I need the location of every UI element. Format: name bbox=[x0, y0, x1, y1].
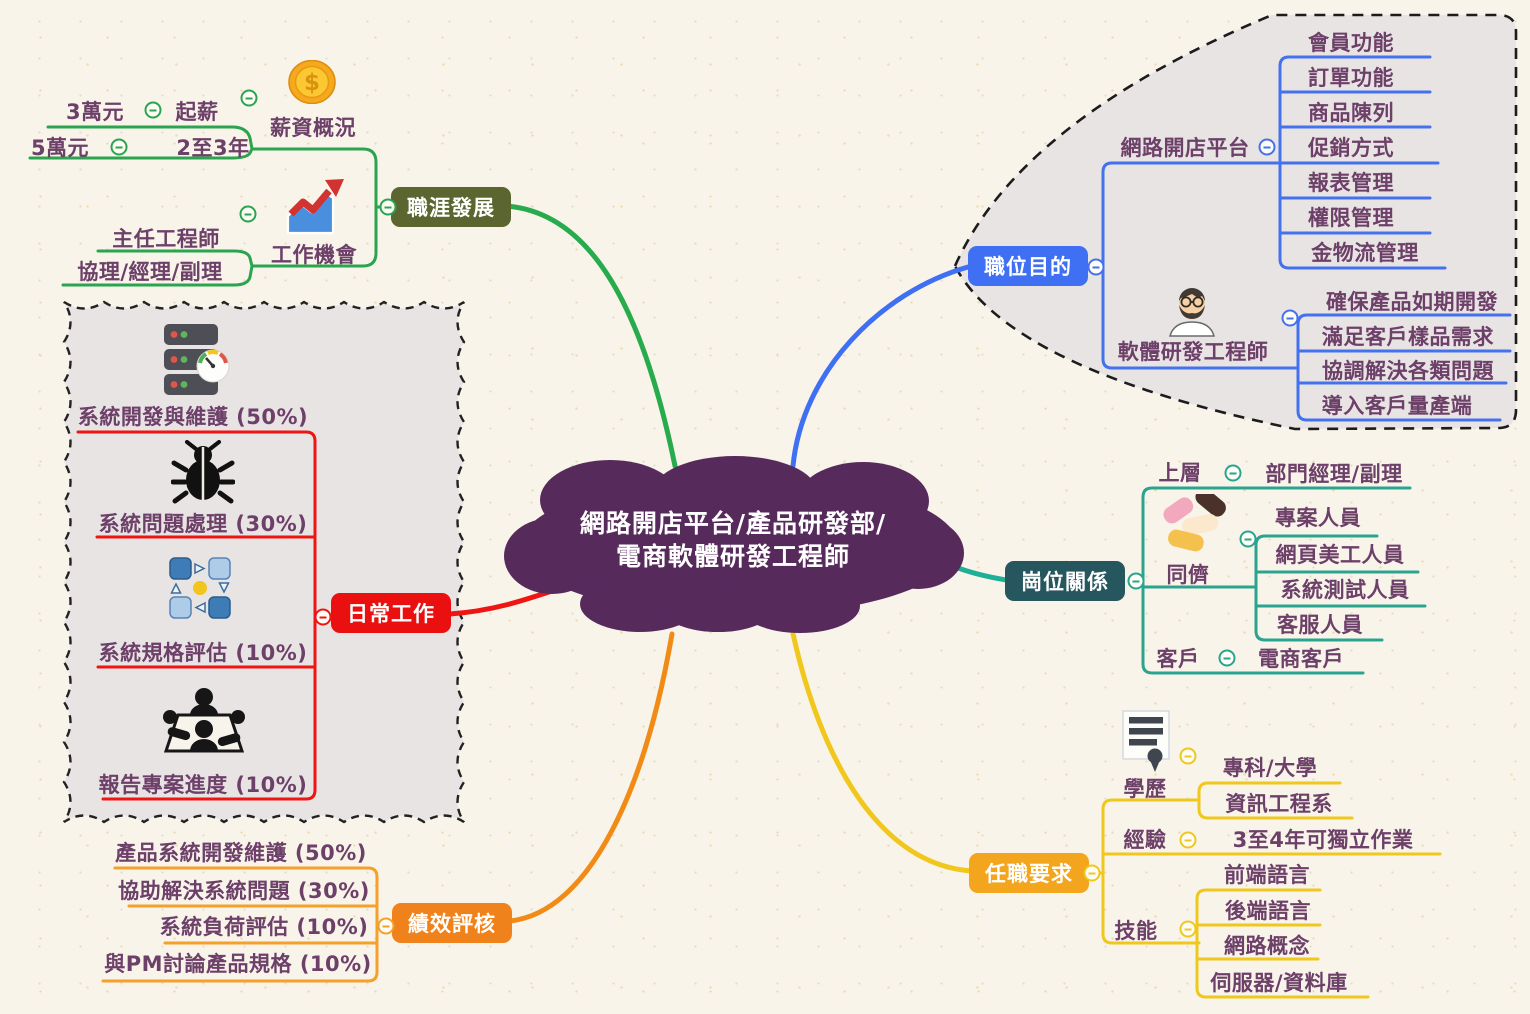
collapse-toggle-requirements[interactable] bbox=[1083, 864, 1101, 882]
topic-2to3-years-value[interactable]: 5萬元 bbox=[30, 136, 90, 160]
topic-peers[interactable]: 同儕 bbox=[1166, 563, 1210, 587]
dollar-coin-icon: $ bbox=[288, 59, 336, 105]
topic-member-function[interactable]: 會員功能 bbox=[1308, 31, 1394, 55]
topic-sys-spec-eval[interactable]: 系統規格評估 (10%) bbox=[98, 641, 308, 665]
topic-starting-salary[interactable]: 起薪 bbox=[175, 100, 219, 124]
topic-2to3-years[interactable]: 2至3年 bbox=[176, 136, 250, 160]
collapse-toggle-engineer[interactable] bbox=[1281, 309, 1299, 327]
topic-promotion[interactable]: 促銷方式 bbox=[1308, 136, 1394, 160]
collapse-toggle-purpose[interactable] bbox=[1087, 258, 1105, 276]
topic-on-time-dev[interactable]: 確保產品如期開發 bbox=[1326, 290, 1498, 314]
topic-customer[interactable]: 客戶 bbox=[1156, 647, 1200, 671]
requirements-branch-lines bbox=[1084, 781, 1442, 999]
topic-dept-manager[interactable]: 部門經理/副理 bbox=[1265, 462, 1403, 486]
topic-backend-lang[interactable]: 後端語言 bbox=[1225, 899, 1311, 923]
collapse-toggle-relations[interactable] bbox=[1127, 572, 1145, 590]
topic-director-manager[interactable]: 協理/經理/副理 bbox=[77, 260, 223, 284]
branch-performance[interactable]: 績效評核 bbox=[392, 903, 512, 943]
topic-perf-dev-maintain[interactable]: 產品系統開發維護 (50%) bbox=[115, 841, 367, 865]
topic-starting-salary-value[interactable]: 3萬元 bbox=[65, 100, 125, 124]
topic-upper-level[interactable]: 上層 bbox=[1158, 461, 1202, 485]
topic-product-display[interactable]: 商品陳列 bbox=[1308, 101, 1394, 125]
collapse-toggle-salary[interactable] bbox=[240, 89, 258, 107]
collapse-toggle-skills[interactable] bbox=[1179, 920, 1197, 938]
collapse-toggle-2to3[interactable] bbox=[110, 138, 128, 156]
stacked-hands-icon bbox=[1160, 488, 1232, 558]
central-topic-cloud-shape bbox=[504, 456, 964, 633]
collapse-toggle-jobs[interactable] bbox=[239, 205, 257, 223]
branch-requirements[interactable]: 任職要求 bbox=[969, 853, 1089, 893]
topic-college-univ[interactable]: 專科/大學 bbox=[1222, 756, 1318, 780]
diploma-icon bbox=[1122, 710, 1172, 772]
topic-experience[interactable]: 經驗 bbox=[1123, 828, 1167, 852]
topic-server-database[interactable]: 伺服器/資料庫 bbox=[1210, 971, 1348, 995]
collapse-toggle-platform[interactable] bbox=[1258, 138, 1276, 156]
central-topic-line1: 網路開店平台/產品研發部/ bbox=[579, 509, 887, 538]
branch-daily[interactable]: 日常工作 bbox=[331, 593, 451, 633]
flowchart-icon bbox=[167, 555, 233, 621]
branch-purpose[interactable]: 職位目的 bbox=[968, 246, 1088, 286]
topic-ecommerce-customer[interactable]: 電商客戶 bbox=[1258, 647, 1344, 671]
collapse-toggle-upper[interactable] bbox=[1224, 464, 1242, 482]
engineer-avatar-icon bbox=[1166, 283, 1218, 337]
topic-report-mgmt[interactable]: 報表管理 bbox=[1308, 171, 1394, 195]
collapse-toggle-daily[interactable] bbox=[314, 608, 332, 626]
topic-perf-solve-issues[interactable]: 協助解決系統問題 (30%) bbox=[118, 879, 370, 903]
topic-perf-pm-spec[interactable]: 與PM討論產品規格 (10%) bbox=[104, 952, 372, 976]
topic-customer-service[interactable]: 客服人員 bbox=[1277, 613, 1363, 637]
topic-coordinate-issues[interactable]: 協調解決各類問題 bbox=[1322, 359, 1494, 383]
meeting-icon bbox=[158, 686, 250, 768]
topic-chief-engineer[interactable]: 主任工程師 bbox=[112, 227, 220, 251]
topic-web-designer[interactable]: 網頁美工人員 bbox=[1275, 543, 1405, 567]
topic-payment-logistics[interactable]: 金物流管理 bbox=[1311, 241, 1419, 265]
collapse-toggle-customer[interactable] bbox=[1218, 649, 1236, 667]
topic-education[interactable]: 學歷 bbox=[1123, 777, 1167, 801]
server-rack-icon bbox=[156, 322, 232, 400]
topic-experience-value[interactable]: 3至4年可獨立作業 bbox=[1232, 828, 1414, 852]
topic-mass-production[interactable]: 導入客戶量產端 bbox=[1321, 394, 1473, 418]
topic-sys-tester[interactable]: 系統測試人員 bbox=[1280, 578, 1410, 602]
topic-frontend-lang[interactable]: 前端語言 bbox=[1224, 863, 1310, 887]
branch-career[interactable]: 職涯發展 bbox=[391, 187, 511, 227]
career-branch-lines bbox=[28, 125, 392, 287]
collapse-toggle-education[interactable] bbox=[1179, 747, 1197, 765]
topic-sample-needs[interactable]: 滿足客戶樣品需求 bbox=[1322, 325, 1494, 349]
topic-skills[interactable]: 技能 bbox=[1114, 919, 1158, 943]
topic-project-staff[interactable]: 專案人員 bbox=[1275, 506, 1361, 530]
topic-perf-load-eval[interactable]: 系統負荷評估 (10%) bbox=[159, 915, 369, 939]
daily-group-boundary bbox=[62, 300, 466, 824]
collapse-toggle-peers[interactable] bbox=[1239, 530, 1257, 548]
topic-sys-dev-maintain[interactable]: 系統開發與維護 (50%) bbox=[77, 405, 309, 429]
topic-sys-issue-handle[interactable]: 系統問題處理 (30%) bbox=[98, 512, 308, 536]
topic-salary-overview[interactable]: 薪資概況 bbox=[270, 116, 356, 140]
collapse-toggle-performance[interactable] bbox=[377, 917, 395, 935]
collapse-toggle-career[interactable] bbox=[379, 198, 397, 216]
topic-network-concept[interactable]: 網路概念 bbox=[1224, 934, 1310, 958]
svg-text:$: $ bbox=[304, 70, 320, 96]
central-topic-line2: 電商軟體研發工程師 bbox=[615, 542, 851, 571]
topic-order-function[interactable]: 訂單功能 bbox=[1308, 66, 1394, 90]
collapse-toggle-starting[interactable] bbox=[144, 101, 162, 119]
topic-cs-department[interactable]: 資訊工程系 bbox=[1225, 792, 1333, 816]
central-topic[interactable]: 網路開店平台/產品研發部/ 電商軟體研發工程師 bbox=[580, 507, 886, 573]
topic-shop-platform[interactable]: 網路開店平台 bbox=[1120, 136, 1250, 160]
collapse-toggle-experience[interactable] bbox=[1179, 831, 1197, 849]
topic-permission-mgmt[interactable]: 權限管理 bbox=[1308, 206, 1394, 230]
growth-chart-icon bbox=[285, 176, 347, 236]
topic-job-opportunities[interactable]: 工作機會 bbox=[271, 243, 357, 267]
bug-icon bbox=[170, 440, 236, 506]
branch-relations[interactable]: 崗位關係 bbox=[1005, 561, 1125, 601]
topic-report-progress[interactable]: 報告專案進度 (10%) bbox=[98, 773, 308, 797]
purpose-group-boundary bbox=[953, 13, 1518, 431]
topic-software-engineer[interactable]: 軟體研發工程師 bbox=[1117, 340, 1269, 364]
